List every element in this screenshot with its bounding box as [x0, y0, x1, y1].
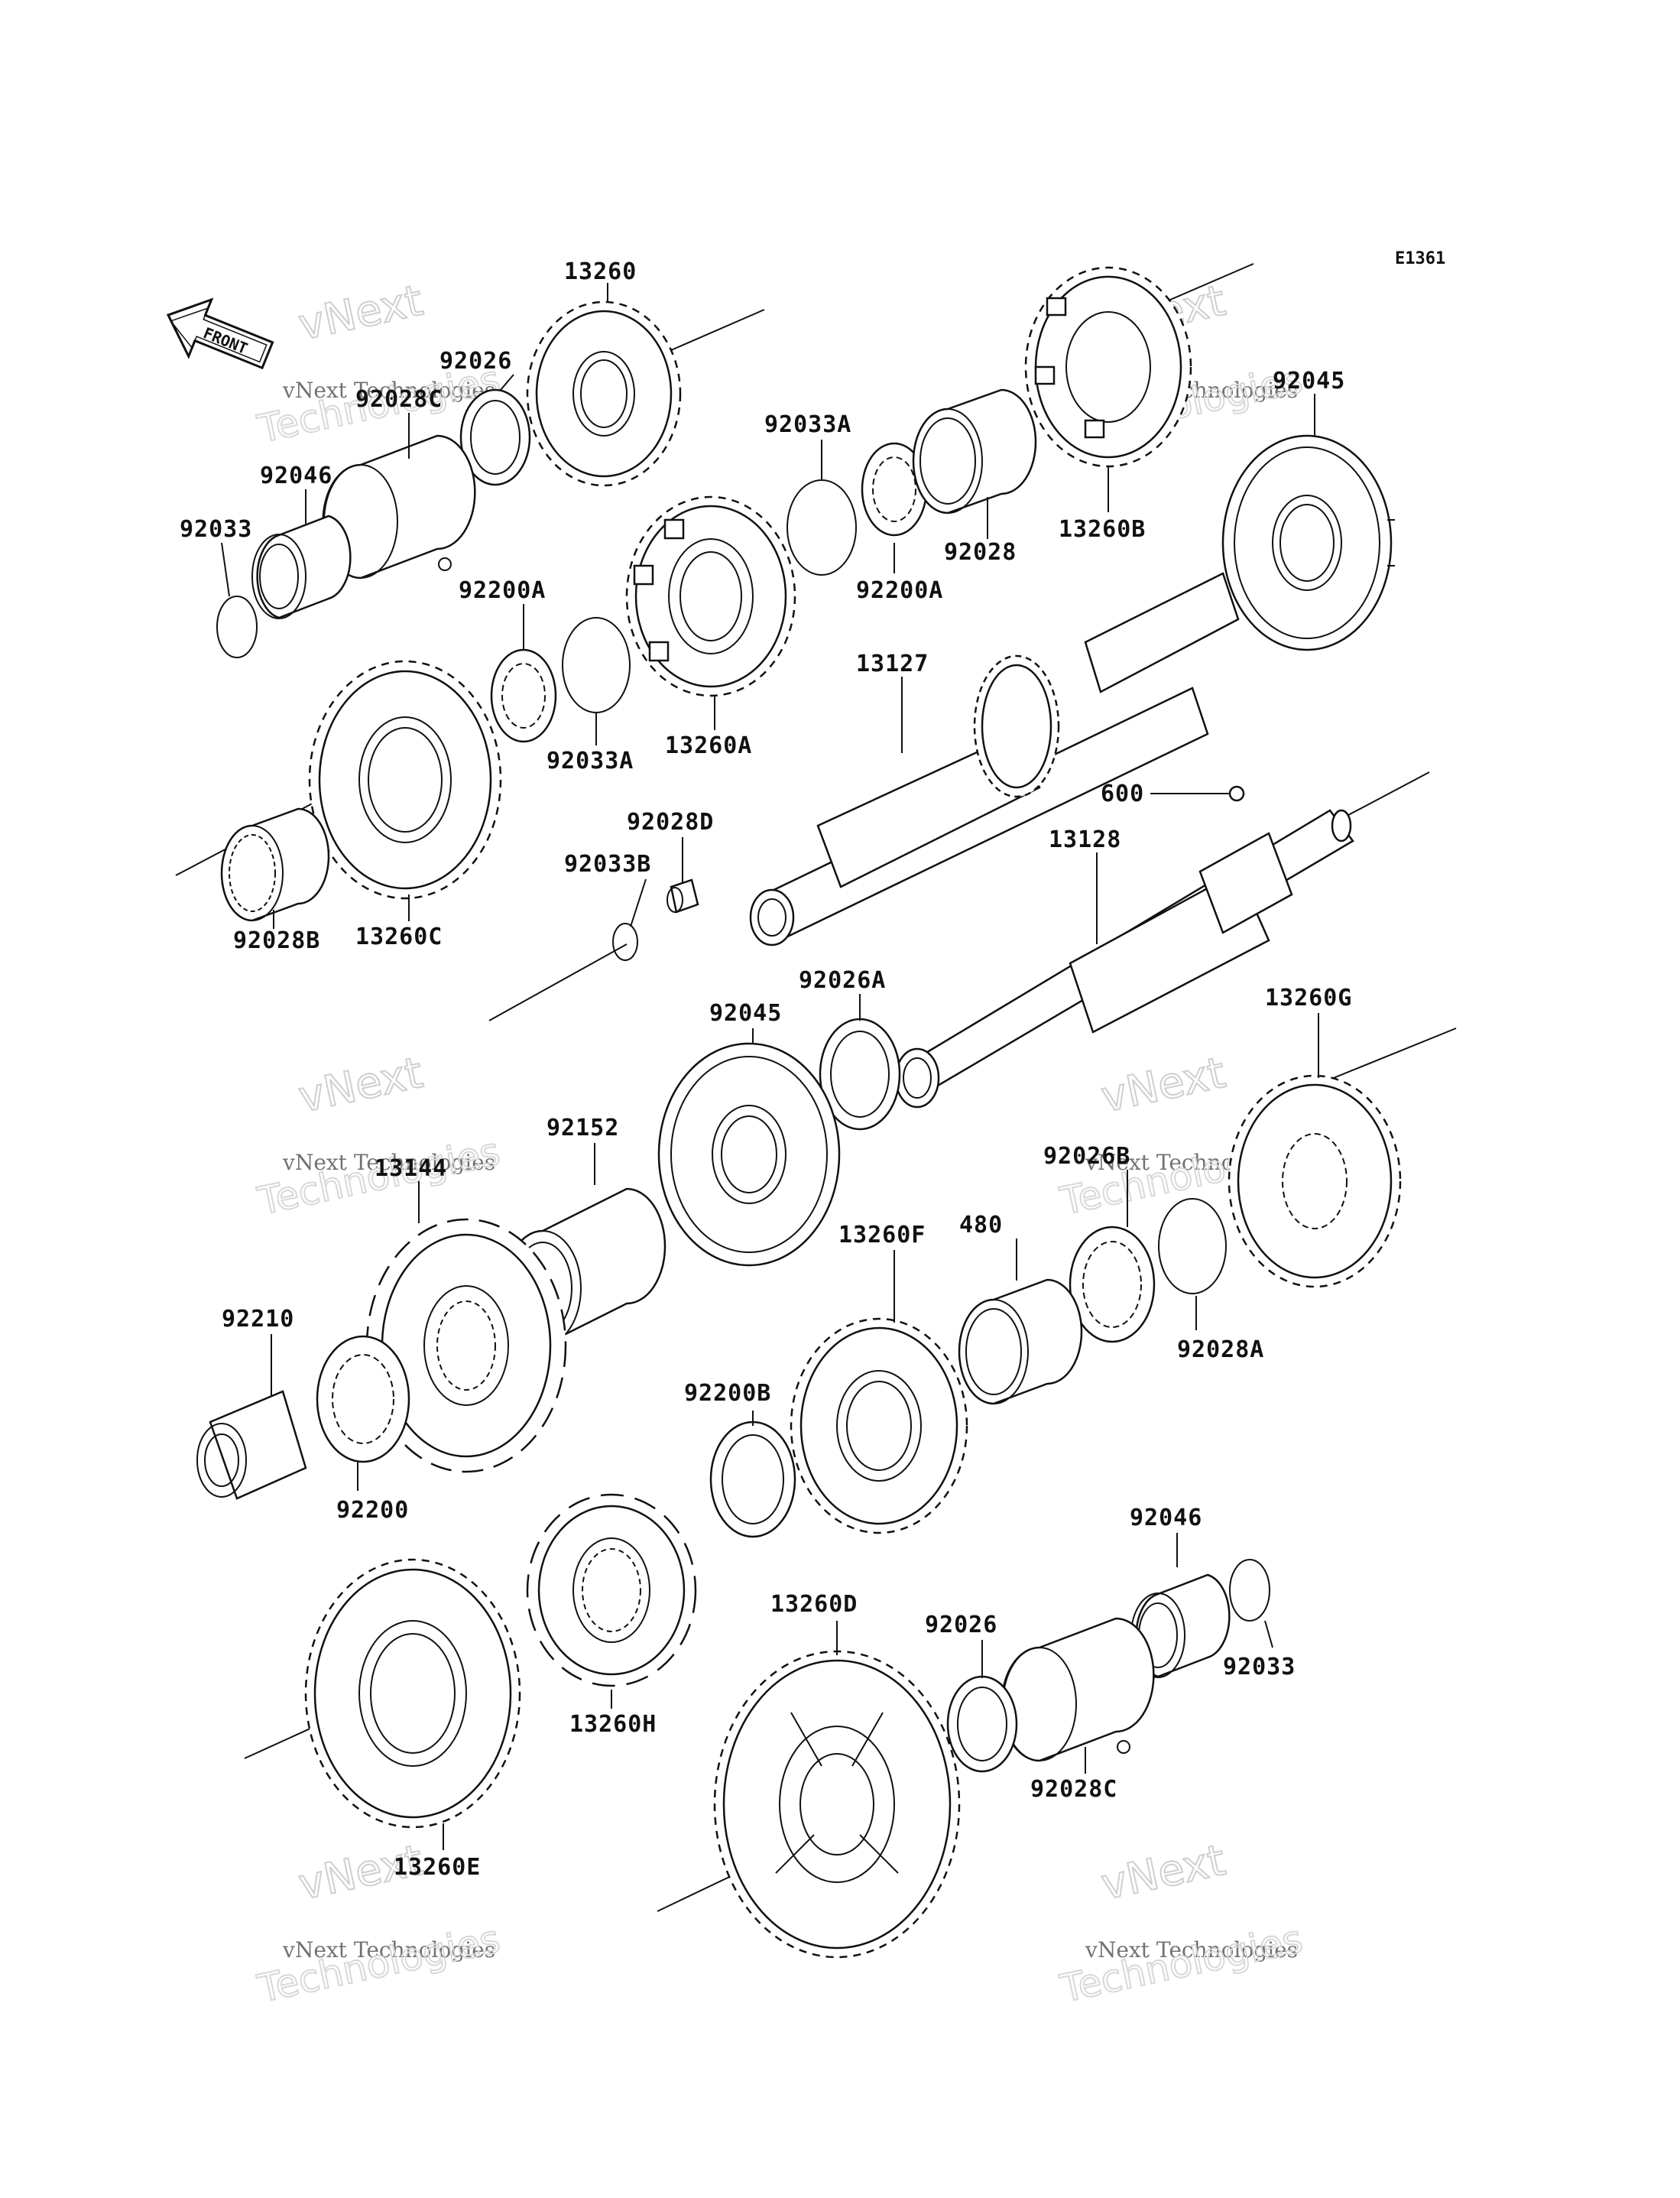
marker-600 [1150, 785, 1245, 802]
svg-text:vNext Technologies: vNext Technologies [282, 378, 495, 403]
label-92026: 92026 [439, 348, 512, 375]
gear-13260d[interactable] [713, 1650, 961, 1959]
label-92033b: 92033B [564, 851, 651, 878]
svg-text:vNext: vNext [294, 276, 427, 351]
label-92200a-middle: 92200A [459, 577, 546, 604]
washer-92200b[interactable] [709, 1420, 796, 1538]
needle-bearing-92046[interactable] [251, 515, 352, 619]
label-92028: 92028 [944, 539, 1017, 566]
svg-text:vNext Technologies: vNext Technologies [282, 1937, 495, 1963]
svg-text:Technologies: Technologies [254, 1917, 504, 2011]
label-92028a: 480 [959, 1212, 1003, 1239]
label-13260h: 13260H [569, 1711, 657, 1738]
label-92026a: 92026A [799, 967, 886, 994]
label-13260: 13260 [564, 258, 637, 285]
label-92046-lower: 92046 [1130, 1505, 1202, 1531]
label-13260e: 13260E [394, 1854, 481, 1881]
circlip-480[interactable] [1158, 1198, 1227, 1294]
front-arrow-icon: FRONT [166, 297, 274, 370]
label-92033a-middle: 92033A [546, 748, 634, 774]
label-13127: 13127 [856, 651, 929, 677]
label-13260a: 13260A [665, 732, 752, 759]
svg-text:vNext: vNext [1097, 1048, 1230, 1123]
diagram-code: E1361 [1395, 249, 1445, 268]
washer-92026b[interactable] [1069, 1226, 1156, 1343]
gear-13260b[interactable] [1024, 266, 1192, 468]
bushing-92028[interactable] [912, 388, 1037, 515]
label-92028c: 92028C [355, 386, 443, 413]
needle-bearing-92046-lower[interactable] [1130, 1573, 1231, 1678]
washer-92200a-middle[interactable] [490, 648, 557, 743]
bushing-92028a[interactable] [958, 1278, 1083, 1405]
label-92026-lower: 92026 [925, 1612, 997, 1638]
washer-92026-lower[interactable] [946, 1675, 1018, 1773]
label-92026b: 92026B [1043, 1143, 1130, 1170]
label-13144: 13144 [375, 1155, 447, 1182]
label-92046: 92046 [260, 463, 332, 489]
watermark: vNext vNext Technologies Technologies [1056, 1835, 1307, 2012]
bushing-92028b[interactable] [220, 807, 330, 922]
label-480: 92028A [1177, 1336, 1264, 1363]
label-92200: 92200 [336, 1497, 409, 1524]
svg-text:vNext: vNext [1097, 1836, 1230, 1911]
label-92045-middle: 92045 [709, 1000, 782, 1027]
label-13260f: 13260F [838, 1222, 926, 1248]
bushing-92028c[interactable] [322, 434, 476, 580]
ball-bearing-92045-middle[interactable] [657, 1042, 841, 1267]
ball-bearing-92045-upper[interactable] [1221, 434, 1395, 651]
gear-13260a[interactable] [625, 495, 796, 697]
label-13128: 13128 [1049, 826, 1121, 853]
label-92028c-lower: 92028C [1030, 1776, 1117, 1803]
watermark: vNext vNext Technologies Technologies [253, 1835, 504, 2012]
svg-text:vNext: vNext [294, 1048, 427, 1123]
leader-lines [221, 283, 1319, 1850]
shaft-13127[interactable] [749, 572, 1240, 946]
circlip-92033[interactable] [216, 596, 258, 658]
svg-text:vNext Technologies: vNext Technologies [1085, 1937, 1298, 1963]
gear-13260f[interactable] [790, 1317, 968, 1534]
svg-text:Technologies: Technologies [1056, 1917, 1306, 2011]
label-92045-upper: 92045 [1273, 368, 1345, 394]
bushing-92028d[interactable] [666, 878, 699, 914]
watermark: vNext vNext Technologies Technologies [253, 1047, 504, 1225]
washer-92200[interactable] [316, 1335, 410, 1463]
gear-13260g[interactable] [1228, 1074, 1402, 1288]
label-92210: 92210 [222, 1306, 294, 1333]
label-600: 600 [1101, 781, 1144, 807]
bushing-92028c-lower[interactable] [1001, 1617, 1155, 1762]
shaft-13128[interactable] [894, 809, 1354, 1109]
svg-text:vNext Technologies: vNext Technologies [282, 1150, 495, 1175]
label-13260g: 13260G [1265, 985, 1352, 1011]
washer-92026a[interactable] [819, 1018, 901, 1131]
label-92028d: 92028D [627, 809, 714, 836]
label-92200a-upper: 92200A [856, 577, 943, 604]
label-92200b: 92200B [684, 1380, 771, 1407]
gear-13260h[interactable] [526, 1493, 697, 1687]
label-92033a-upper: 92033A [764, 411, 851, 438]
circlip-92033a-middle[interactable] [562, 617, 631, 713]
label-13260c: 13260C [355, 924, 443, 950]
nut-92210[interactable] [196, 1390, 307, 1500]
label-13260d: 13260D [770, 1591, 858, 1618]
label-13260b: 13260B [1059, 516, 1146, 543]
label-92152: 92152 [546, 1115, 619, 1141]
washer-92026[interactable] [459, 388, 531, 486]
circlip-92033b[interactable] [612, 923, 638, 961]
gear-13260e[interactable] [304, 1558, 521, 1829]
gear-13260c[interactable] [308, 660, 502, 900]
sprocket-13144[interactable] [365, 1218, 567, 1473]
circlip-92033-lower[interactable] [1229, 1559, 1270, 1622]
circlip-92033a-upper[interactable] [786, 479, 857, 576]
label-92033-lower: 92033 [1223, 1654, 1296, 1680]
label-92033: 92033 [180, 516, 252, 543]
part-labels: 13260 92026 92028C 92046 92033 92033A 92… [180, 258, 1352, 1881]
label-92028b: 92028B [233, 927, 320, 954]
gear-13260[interactable] [526, 300, 682, 487]
